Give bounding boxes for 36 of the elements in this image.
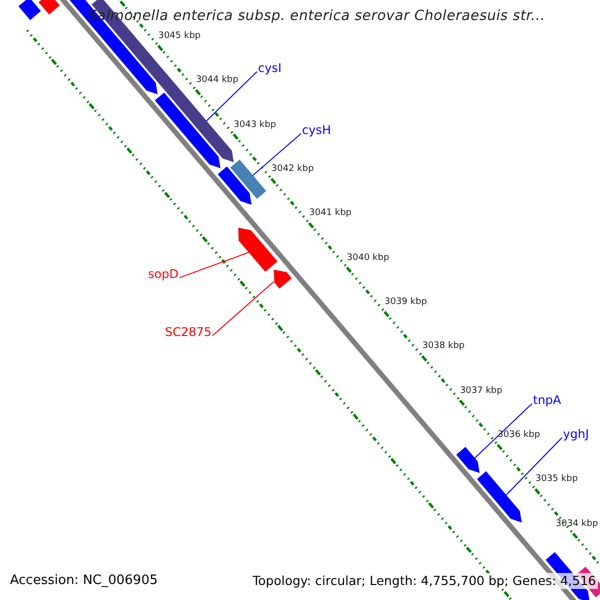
scale-label: 3044 kbp [196, 75, 238, 86]
gene-feature [238, 228, 278, 272]
gene-label: cysH [302, 124, 331, 138]
scale-label: 3041 kbp [309, 208, 352, 219]
leader-line [506, 437, 562, 496]
scale-label: 3043 kbp [234, 120, 276, 130]
gene-feature [274, 269, 292, 289]
gene-feature [218, 166, 252, 205]
gene-feature [230, 159, 266, 200]
gene-label: cysI [258, 62, 282, 76]
gene-feature [18, 0, 42, 20]
scale-label: 3035 kbp [535, 474, 578, 485]
gene-label: sopD [148, 268, 178, 282]
scale-label: 3036 kbp [498, 430, 540, 440]
leader-line [206, 71, 258, 122]
scale-label: 3045 kbp [158, 30, 201, 42]
gene-label: tnpA [533, 394, 562, 408]
gene-feature [154, 92, 221, 168]
footer-text: Accession: NC_006905 [8, 573, 160, 590]
gene-feature [38, 0, 60, 15]
gene-label: SC2875 [165, 326, 212, 340]
leader-line [474, 403, 532, 458]
gene-label: yghJ [563, 428, 589, 442]
leader-line [252, 133, 302, 176]
leader-line [178, 252, 250, 278]
gene-feature [476, 471, 522, 523]
footer-text: Topology: circular; Length: 4,755,700 bp; Genes: 4,516 [250, 573, 598, 590]
gene-feature [165, 83, 234, 162]
scale-label: 3038 kbp [422, 341, 465, 352]
leader-line [212, 281, 274, 336]
scale-label: 3042 kbp [271, 164, 314, 174]
scale-label: 3037 kbp [460, 386, 502, 396]
scale-label: 3034 kbp [556, 518, 598, 530]
scale-label: 3040 kbp [346, 252, 390, 264]
scale-label: 3039 kbp [384, 297, 427, 308]
gene-feature [456, 446, 480, 474]
